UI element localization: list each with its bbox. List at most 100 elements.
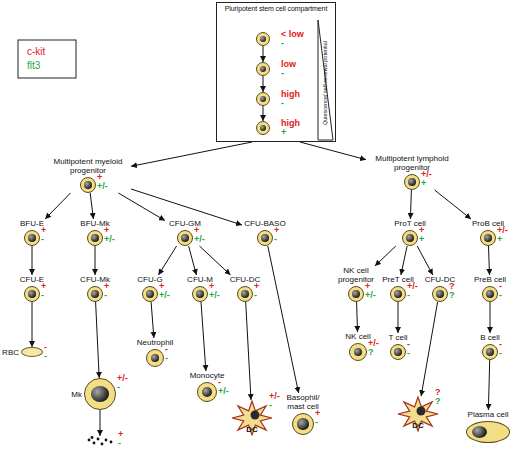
cell-nucleus xyxy=(260,96,267,103)
legend-text: c-kit xyxy=(27,46,45,57)
cell-nucleus xyxy=(486,290,494,298)
marker-column: +- xyxy=(41,226,46,244)
flt3-marker: - xyxy=(254,291,259,300)
flt3-marker: +/- xyxy=(194,235,205,244)
cell-body: DC?? xyxy=(397,396,439,432)
cell-body: -- xyxy=(482,286,498,302)
legend-row: c-kit xyxy=(27,45,45,59)
flt3-marker: +/- xyxy=(209,291,220,300)
flt3-marker: - xyxy=(41,235,46,244)
marker-column: +- xyxy=(118,430,123,448)
cell-body: RBC-- xyxy=(21,347,43,357)
lineage-arrow xyxy=(151,302,154,338)
cell-body: < low- xyxy=(256,32,270,46)
cell-node: DC+/-- xyxy=(231,400,273,436)
cell-node: B cell-- xyxy=(475,333,505,360)
marker-column: +/-- xyxy=(407,282,418,300)
flt3-marker: - xyxy=(281,99,300,108)
platelet-dot xyxy=(88,439,91,442)
marker-column: +- xyxy=(274,226,279,244)
legend-swatch: flt3 xyxy=(27,60,40,71)
flt3-marker: + xyxy=(421,179,432,188)
cell-body: -- xyxy=(482,344,498,360)
cell-label: PreB cell xyxy=(472,275,508,284)
cell-node: < low- xyxy=(256,32,270,46)
cell-label: DC xyxy=(397,421,439,430)
cell-nucleus xyxy=(406,234,414,242)
marker-column: low- xyxy=(281,60,296,78)
lineage-arrow xyxy=(32,302,33,347)
marker-column: +/-+ xyxy=(421,170,432,188)
cell-nucleus xyxy=(196,290,204,298)
marker-column: high+ xyxy=(281,119,300,137)
cell-node: T cell-- xyxy=(383,333,413,360)
cell-nucleus xyxy=(151,354,160,363)
cell-body: ++/- xyxy=(348,286,364,302)
cell-node: PreT cell+/-- xyxy=(380,275,416,302)
cell-nucleus xyxy=(297,418,308,429)
flt3-marker: ? xyxy=(368,348,379,357)
lineage-arrow xyxy=(90,193,93,219)
ckit-marker: + xyxy=(104,226,115,235)
cell-body: -+/- xyxy=(197,382,217,402)
lineage-arrow xyxy=(201,302,206,371)
ckit-marker: + xyxy=(118,430,123,439)
ckit-marker: - xyxy=(499,282,502,291)
marker-column: high- xyxy=(281,90,300,108)
cell-node: Multipotent myeloid progenitor++/- xyxy=(45,157,131,193)
flt3-marker: - xyxy=(499,291,502,300)
lineage-arrow xyxy=(189,246,197,275)
platelet-dot xyxy=(97,438,100,441)
cell-body: +- xyxy=(87,286,103,302)
lineage-arrow xyxy=(200,246,231,275)
flt3-marker: +/- xyxy=(97,182,108,191)
flt3-marker: - xyxy=(104,291,109,300)
cell-body: DC+/-- xyxy=(231,400,273,436)
ckit-marker: + xyxy=(209,282,220,291)
cell-nucleus xyxy=(84,181,92,189)
legend-row: flt3 xyxy=(27,59,45,73)
lineage-arrow xyxy=(490,302,491,333)
cell-nucleus xyxy=(436,290,444,298)
cell-nucleus xyxy=(28,290,36,298)
cell-node: low- xyxy=(256,62,270,76)
flt3-marker: +/- xyxy=(365,291,376,300)
lineage-arrow xyxy=(96,302,100,378)
lineage-arrow xyxy=(45,193,70,219)
cell-body: ++/- xyxy=(142,286,158,302)
ckit-marker: + xyxy=(41,226,46,235)
cell-nucleus xyxy=(394,290,402,298)
cell-node: Basophil/ mast cell+- xyxy=(281,393,325,435)
cell-body: ?? xyxy=(432,286,448,302)
cell-node: CFU-M++/- xyxy=(183,275,217,302)
flt3-marker: +/- xyxy=(218,387,229,396)
ckit-marker: < low xyxy=(281,30,304,39)
ckit-marker: low xyxy=(281,60,296,69)
cell-node: ProT cell++ xyxy=(389,219,431,246)
stem-cell-compartment: Pluripotent stem cell compartmentQuiesce… xyxy=(216,2,336,142)
cell-label: Monocyte xyxy=(185,371,229,380)
marker-column: +/-- xyxy=(269,392,280,410)
platelet-dot xyxy=(105,439,108,442)
marker-column: -- xyxy=(44,343,47,361)
cell-label: RBC xyxy=(2,348,19,357)
ckit-marker: + xyxy=(419,226,424,235)
lineage-arrow xyxy=(263,46,264,62)
cell-label: Multipotent lymphoid progenitor xyxy=(366,154,458,172)
cell-nucleus xyxy=(181,234,189,242)
cell-body: ++/- xyxy=(80,177,96,193)
platelet-dot xyxy=(110,441,113,444)
lineage-arrow xyxy=(100,410,101,436)
flt3-marker: - xyxy=(407,291,418,300)
marker-column: +- xyxy=(41,282,46,300)
lineage-arrow xyxy=(435,190,471,219)
cell-body: ++ xyxy=(402,230,418,246)
dendritic-outline xyxy=(232,401,272,435)
cell-nucleus xyxy=(394,348,402,356)
cell-nucleus xyxy=(251,411,260,420)
ckit-marker: - xyxy=(165,345,168,354)
cell-body: +- xyxy=(24,286,40,302)
ckit-marker: - xyxy=(218,378,229,387)
ckit-marker: + xyxy=(104,282,109,291)
flt3-marker: - xyxy=(41,291,46,300)
